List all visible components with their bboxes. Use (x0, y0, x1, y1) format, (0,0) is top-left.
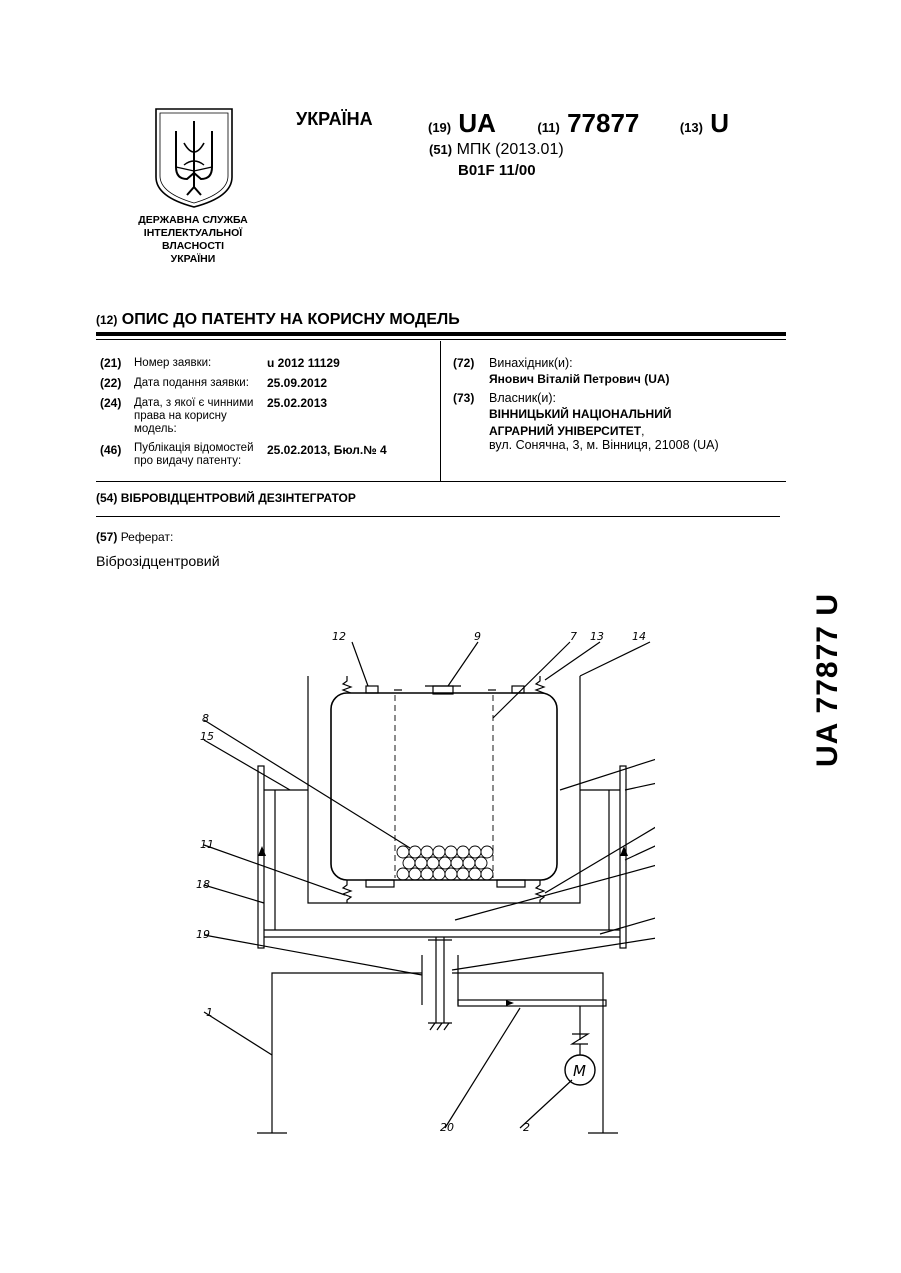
invention-title: (54) ВІБРОВІДЦЕНТРОВИЙ ДЕЗІНТЕГРАТОР (96, 491, 356, 505)
drawing-label: 14 (632, 630, 646, 643)
divider (96, 516, 780, 517)
ipc-class: B01F 11/00 (458, 162, 536, 179)
effective-date: 25.02.2013 (267, 396, 327, 410)
abstract-heading: (57) Реферат: (96, 530, 173, 544)
drawing-label: 8 (202, 712, 209, 725)
inid-code-72: (72) (453, 356, 474, 370)
kind-code: U (710, 108, 729, 138)
document-title-text: ОПИС ДО ПАТЕНТУ НА КОРИСНУ МОДЕЛЬ (122, 311, 460, 328)
publication-date: 25.02.2013, Бюл.№ 4 (267, 443, 387, 457)
drawing-label: 15 (200, 730, 214, 743)
inid-code-12: (12) (96, 313, 117, 327)
inid-code-22: (22) (100, 376, 121, 390)
motor-label: M (573, 1062, 586, 1080)
agency-line: ІНТЕЛЕКТУАЛЬНОЇ (118, 227, 268, 240)
abstract-text: Віброзідцентровий (96, 553, 780, 572)
publication-label: Публікація відомостей про видачу патенту… (134, 442, 264, 468)
publication-codes: (19) UA (11) 77877 (13) U (428, 108, 729, 139)
inventor-label: Винахідник(и): (489, 357, 573, 370)
filing-date: 25.09.2012 (267, 376, 327, 390)
abstract-label: Реферат: (121, 530, 174, 544)
effective-date-label: Дата, з якої є чинними права на корисну … (134, 397, 264, 436)
drawing-label: 18 (196, 878, 210, 891)
application-number: u 2012 11129 (267, 356, 340, 370)
technical-drawing: 1 2 3 4 5 6 7 8 9 10 11 12 13 14 15 16 1… (185, 628, 655, 1158)
drawing-label: 13 (590, 630, 604, 643)
drawing-label: 7 (570, 630, 577, 643)
agency-line: ДЕРЖАВНА СЛУЖБА (118, 214, 268, 227)
inventor-name: Янович Віталій Петрович (UA) (489, 372, 670, 386)
inid-code-54: (54) (96, 491, 117, 505)
inid-code-11: (11) (537, 120, 559, 135)
drawing-label: 9 (474, 630, 481, 643)
divider (96, 332, 786, 336)
agency-line: УКРАЇНИ (118, 253, 268, 266)
filing-date-label: Дата подання заявки: (134, 377, 249, 390)
owner-comma: , (641, 424, 644, 438)
agency-line: ВЛАСНОСТІ (118, 240, 268, 253)
inid-code-51: (51) (429, 142, 452, 157)
owner-name-line1: ВІННИЦЬКИЙ НАЦІОНАЛЬНИЙ (489, 407, 671, 421)
side-patent-number: UA 77877 U (810, 585, 846, 775)
drawing-label: 11 (200, 838, 214, 851)
country-code: UA (458, 108, 495, 138)
inid-code-46: (46) (100, 443, 121, 457)
document-title: (12) ОПИС ДО ПАТЕНТУ НА КОРИСНУ МОДЕЛЬ (96, 311, 460, 329)
agency-name: ДЕРЖАВНА СЛУЖБА ІНТЕЛЕКТУАЛЬНОЇ ВЛАСНОСТ… (118, 214, 268, 266)
owner-label: Власник(и): (489, 392, 556, 405)
application-number-label: Номер заявки: (134, 357, 211, 370)
drawing-label: 20 (440, 1121, 454, 1134)
inid-code-57: (57) (96, 530, 117, 544)
patent-number: 77877 (567, 108, 639, 138)
divider (96, 481, 786, 482)
owner-address: вул. Сонячна, 3, м. Вінниця, 21008 (UA) (489, 438, 719, 452)
drawing-label: 2 (523, 1121, 530, 1134)
column-divider (440, 341, 441, 481)
inid-code-13: (13) (680, 120, 703, 135)
granular-load (397, 846, 493, 880)
invention-title-text: ВІБРОВІДЦЕНТРОВИЙ ДЕЗІНТЕГРАТОР (121, 491, 356, 505)
inid-code-19: (19) (428, 120, 451, 135)
coat-of-arms-emblem (154, 107, 234, 209)
inid-code-24: (24) (100, 396, 121, 410)
drawing-label: 12 (332, 630, 346, 643)
side-patent-number-text: UA 77877 U (811, 593, 845, 767)
divider (96, 339, 786, 340)
inid-code-73: (73) (453, 391, 474, 405)
country-name: УКРАЇНА (296, 109, 373, 130)
ipc-version: МПК (2013.01) (457, 141, 564, 158)
owner-name-text: АГРАРНИЙ УНІВЕРСИТЕТ (489, 424, 641, 438)
ipc-line: (51) МПК (2013.01) (429, 141, 564, 159)
drawing-label: 1 (206, 1006, 213, 1019)
inid-code-21: (21) (100, 356, 121, 370)
drawing-label: 19 (196, 928, 210, 941)
